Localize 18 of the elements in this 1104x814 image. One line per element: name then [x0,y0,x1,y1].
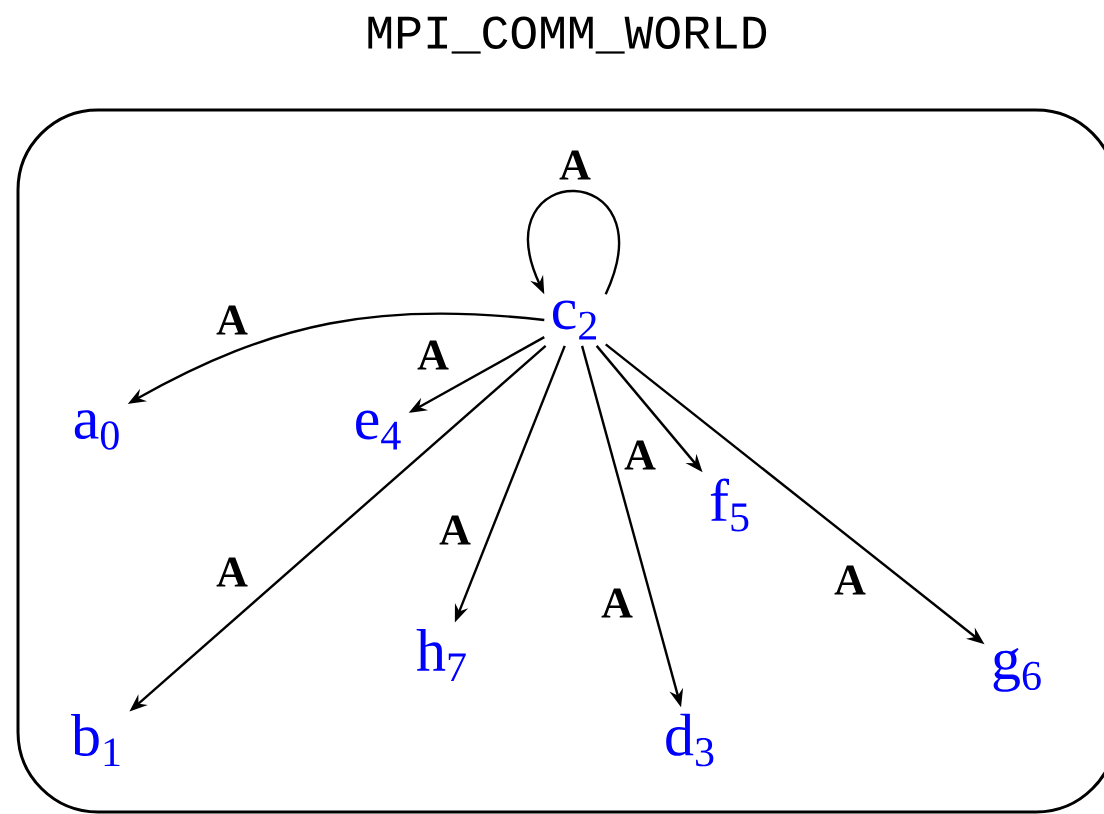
node-label: f$_{5}$ [710,478,749,532]
arrow [527,189,620,295]
node-label: e$_{4}$ [356,410,401,450]
node-label: h$_{7}$ [416,629,466,681]
node-label: d$_{3}$ [666,713,714,767]
edge-label: A [832,563,868,597]
edge-label: A [214,555,250,589]
edge-label: A [622,438,658,472]
edge-label: A [214,303,250,337]
edge-label: A [599,586,635,620]
node-label: a$_{0}$ [74,410,119,450]
node-label: MPI_COMM_WORLD [368,16,767,54]
node-label: g$_{6}$ [993,648,1041,692]
edge-label: A [437,513,473,547]
node-label: b$_{1}$ [71,713,120,767]
node-label: c$_{2}$ [553,300,596,340]
edge-label: A [557,148,593,182]
edge-label: A [415,338,451,372]
